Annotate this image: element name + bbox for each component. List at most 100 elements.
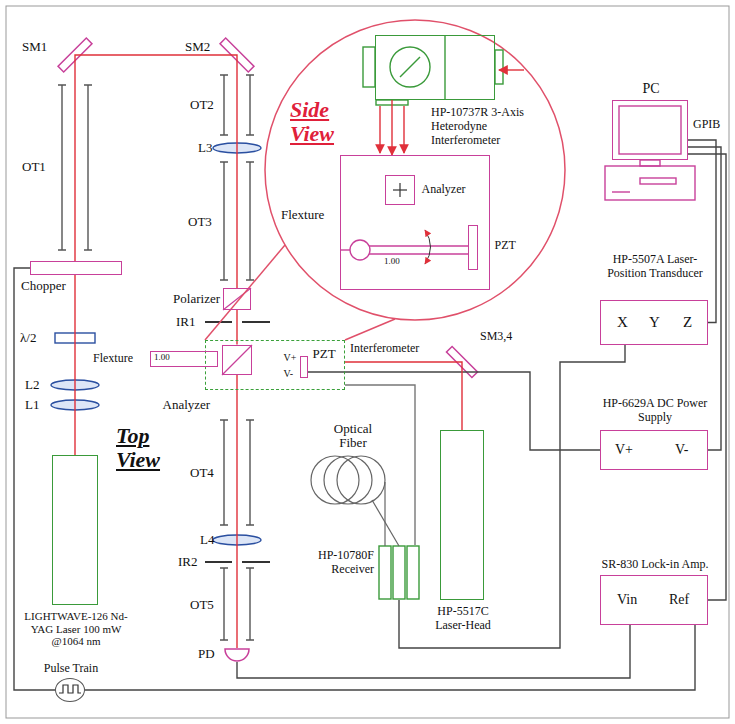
signal-wire <box>688 140 716 323</box>
pc-monitor: PC <box>612 100 688 160</box>
laser-beam <box>74 275 75 455</box>
interferometer-detail <box>363 35 503 105</box>
iris <box>205 561 232 563</box>
signal-wire <box>345 385 415 545</box>
interferometer-region: InterferometerAnalyzerPZTV+V- <box>205 340 345 390</box>
view-title: Top View <box>116 424 186 472</box>
part-label: GPIB <box>693 118 720 131</box>
analyzer-cross <box>393 183 407 197</box>
laser-beam <box>236 375 237 649</box>
laser-head: HP-5517C Laser-Head <box>440 430 484 600</box>
terminal-label: V+ <box>284 352 297 364</box>
flexure-arm <box>341 249 350 250</box>
part-label: OT1 <box>22 160 46 174</box>
part-label: OT5 <box>190 598 214 612</box>
pc-drawing <box>605 166 695 200</box>
interferometer-head: HP-10737R 3-Axis Heterodyne Interferomet… <box>375 35 495 100</box>
part-label: L4 <box>200 533 214 547</box>
fiber-coil <box>372 500 399 546</box>
pc-drawing <box>605 106 695 200</box>
beam-arrow <box>379 106 380 153</box>
node-label: Pulse Train <box>34 662 108 676</box>
terminal-label: V- <box>284 368 294 380</box>
pulse-generator: Pulse Train <box>55 678 85 702</box>
node-label: Analyzer <box>422 183 466 197</box>
part-label: SM3,4 <box>480 330 512 343</box>
analyzer-diagonal <box>222 345 252 375</box>
part-label: L1 <box>25 398 39 412</box>
lens <box>51 143 261 545</box>
node-label: PZT <box>495 239 516 253</box>
signal-wire <box>399 345 625 648</box>
receiver-unit <box>407 546 419 599</box>
iris <box>242 321 270 323</box>
flexure-arm <box>341 240 468 260</box>
pzt-actuator: PZT <box>468 225 478 270</box>
receiver-unit <box>393 546 405 599</box>
detector-outline <box>225 649 249 661</box>
part-label: L2 <box>25 378 39 392</box>
signal-wire <box>688 154 726 600</box>
flexure-arm <box>369 245 468 246</box>
terminal-label: Y <box>649 314 660 331</box>
view-title: Side View <box>290 98 360 146</box>
pc-drawing <box>640 160 660 166</box>
signal-wire <box>237 625 630 678</box>
pc-drawing <box>619 106 681 154</box>
instrument-box: SR-830 Lock-in Amp.VinRef <box>600 575 708 625</box>
detector-shape <box>224 648 250 662</box>
interferometer-detail <box>495 50 503 84</box>
square-wave <box>59 685 81 693</box>
part-label: 1.00 <box>384 257 400 267</box>
pc-drawing <box>640 178 676 184</box>
laser-beam <box>391 100 392 155</box>
flexure-arm <box>350 240 370 260</box>
part-label: SM2 <box>185 40 210 54</box>
fiber-coil <box>337 456 385 504</box>
polarizer: Polarizer <box>223 288 251 310</box>
part-label: IR2 <box>178 555 198 569</box>
mirror <box>58 38 478 378</box>
node-label: HP-10780F Receiver <box>306 549 374 577</box>
terminal-label: Ref <box>669 592 689 608</box>
terminal-label: X <box>617 314 628 331</box>
instrument-box: HP-6629A DC Power SupplyV+V- <box>600 430 708 470</box>
signal-wire <box>308 372 601 450</box>
terminal-label: Vin <box>617 592 637 608</box>
node-label: HP-6629A DC Power Supply <box>595 397 715 425</box>
instrument-box: HP-5507A Laser-Position TransducerXYZ <box>600 300 708 345</box>
flexure-housing: FlextureAnalyzerPZT <box>340 155 490 290</box>
flexure-arm <box>369 253 468 254</box>
interferometer-detail <box>400 57 420 77</box>
iris <box>205 321 232 323</box>
frame <box>6 6 729 718</box>
fiber-coil <box>311 456 359 504</box>
terminal-label: V- <box>675 442 689 458</box>
part-label: OT3 <box>188 215 212 229</box>
optical-tube <box>58 75 254 640</box>
node-label: PD <box>198 647 215 662</box>
photodetector: PD <box>224 648 250 662</box>
analyzer-cube: Analyzer <box>222 345 252 375</box>
interferometer-detail <box>363 47 375 87</box>
analyzer-cube: Analyzer <box>385 175 415 205</box>
beam-arrow <box>499 69 524 70</box>
chopper: Chopper <box>30 261 122 275</box>
laser-beam <box>75 55 237 288</box>
part-label: 1.00 <box>154 353 170 363</box>
fiber-coil <box>311 456 399 546</box>
magnifier <box>205 20 565 340</box>
interferometer-detail <box>444 35 445 100</box>
part-label: IR1 <box>176 315 196 329</box>
node-label: Analyzer <box>163 398 211 413</box>
magnifier <box>265 20 565 320</box>
nd-yag-laser: LIGHTWAVE-126 Nd-YAG Laser 100 mW @1064 … <box>52 455 98 605</box>
magnifier <box>345 319 395 340</box>
node-label: Polarizer <box>160 292 220 307</box>
node-label: PC <box>613 81 689 97</box>
motion-arrow <box>425 230 431 264</box>
laser-beam <box>345 362 462 430</box>
terminal-label: Z <box>683 314 692 331</box>
receiver: HP-10780F Receiver <box>378 545 420 600</box>
